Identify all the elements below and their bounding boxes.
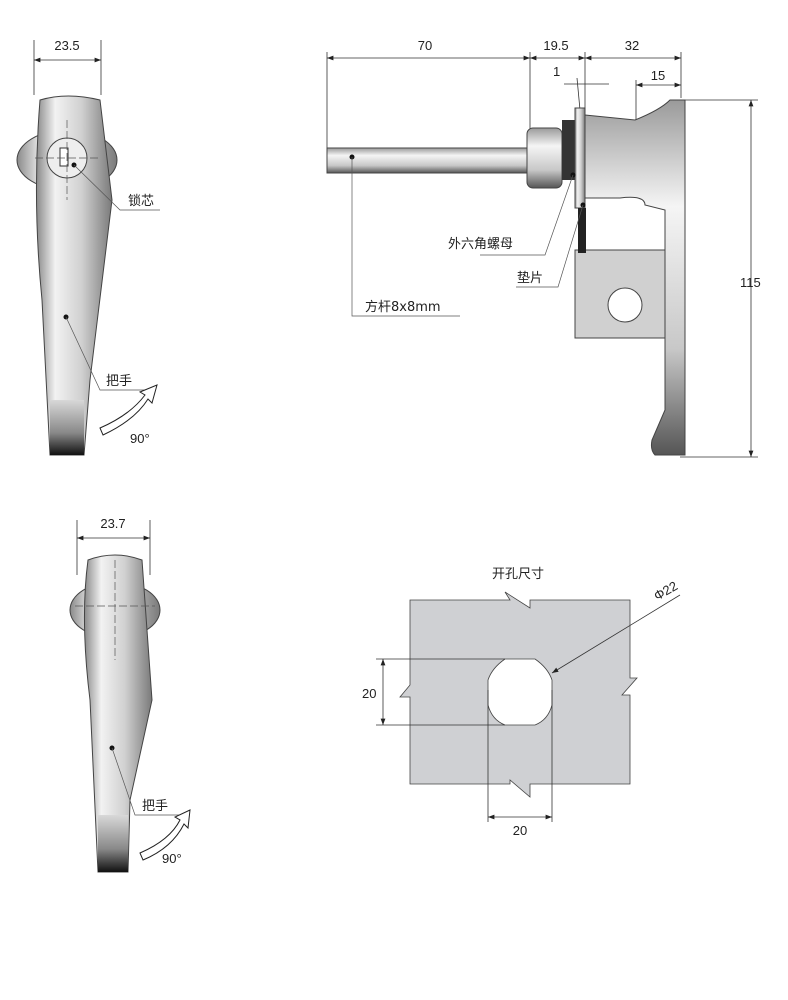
cutout-width-dim: 20 (513, 823, 527, 838)
keyhole-icon (59, 147, 69, 167)
handle (83, 554, 153, 873)
label-lock-core: 锁芯 (128, 193, 154, 209)
label-handle: 把手 (142, 799, 168, 814)
cutout-height-dim: 20 (362, 686, 376, 701)
handle-tip-dim: 15 (651, 68, 665, 83)
front-view-bottom: 23.7 把手 90° (69, 516, 191, 873)
rotation-arrow-icon (139, 809, 191, 861)
shaft-length-dim: 70 (418, 38, 432, 53)
lock-cylinder (526, 127, 563, 189)
cam-hole (607, 287, 643, 323)
width-dimension: 23.5 (54, 38, 79, 53)
handle-depth-dim: 32 (625, 38, 639, 53)
cutout-diameter: Φ22 (651, 578, 680, 603)
cutout-view: 开孔尺寸 20 20 Φ22 (362, 567, 681, 838)
cutout-title: 开孔尺寸 (492, 567, 544, 582)
handle (35, 95, 113, 456)
label-washer: 垫片 (517, 270, 543, 286)
side-view: 70 19.5 32 1 15 115 外六角螺母 垫片 方杆8x8mm (326, 38, 761, 458)
handle-tip-shading (50, 400, 84, 455)
width-dimension: 23.7 (100, 516, 125, 531)
front-view-top: 23.5 锁芯 把手 90° (16, 38, 160, 456)
square-shaft (326, 147, 528, 174)
rotation-angle: 90° (130, 431, 150, 446)
height-dim: 115 (740, 275, 761, 290)
shadow (578, 208, 586, 253)
washer (574, 107, 586, 209)
label-handle: 把手 (106, 374, 132, 389)
label-hex-nut: 外六角螺母 (448, 237, 513, 252)
handle-body (584, 99, 686, 456)
washer-thickness-dim: 1 (553, 64, 560, 79)
handle-tip-shading (98, 815, 128, 872)
rotation-angle: 90° (162, 851, 182, 866)
body-length-dim: 19.5 (543, 38, 568, 53)
cutout-hole (487, 658, 553, 726)
label-square-shaft: 方杆8x8mm (365, 299, 441, 315)
rotation-arrow-icon (99, 384, 158, 436)
